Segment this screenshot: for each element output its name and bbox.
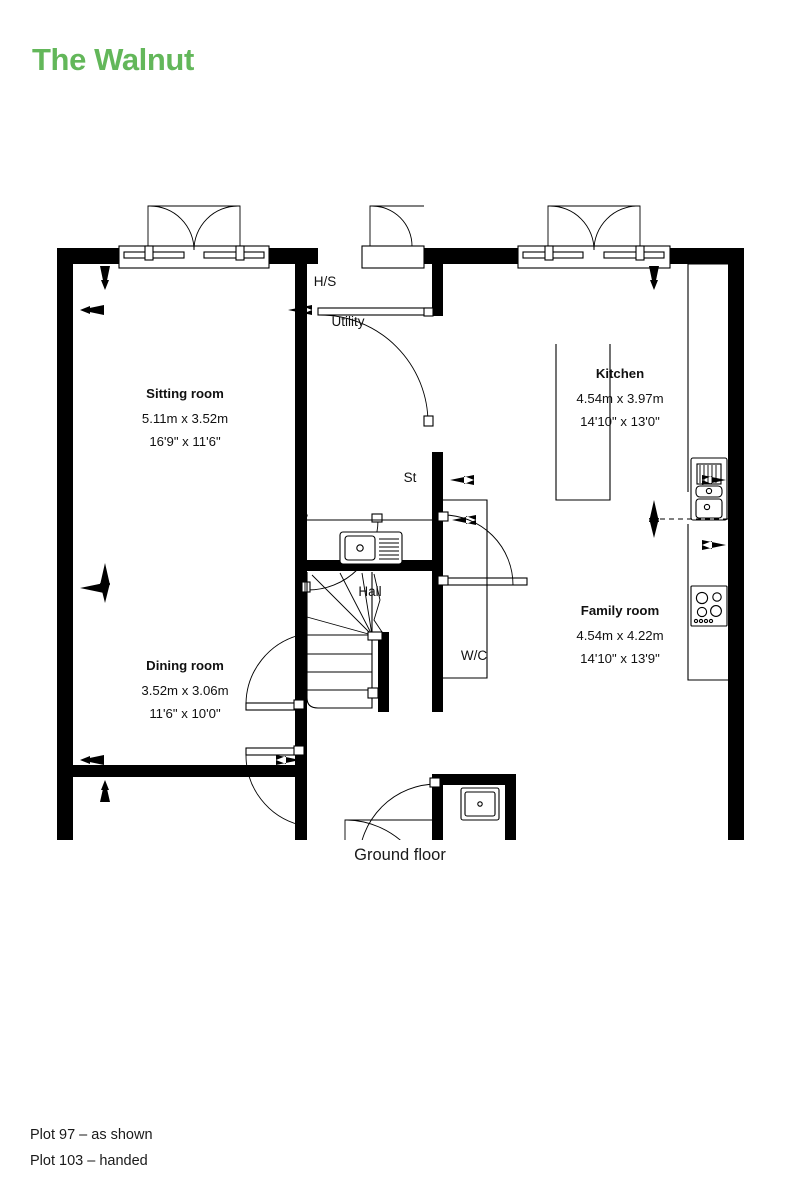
room-dim-imperial-kitchen: 14'10" x 13'0" [580, 414, 660, 429]
plot-note-handed: Plot 103 – handed [30, 1153, 148, 1169]
room-dim-metric-sitting: 5.11m x 3.52m [142, 411, 228, 426]
staircase-icon [306, 572, 383, 709]
label-hs: H/S [314, 274, 337, 289]
plot-notes: Plot 97 – as shown Plot 103 – handed [30, 1122, 153, 1174]
label-wc: W/C [461, 648, 487, 663]
room-name-family: Family room [581, 603, 659, 618]
room-dim-metric-kitchen: 4.54m x 3.97m [576, 391, 663, 406]
label-hall: Hall [358, 584, 381, 599]
sink-icon [339, 531, 403, 565]
kitchen-counter-run [687, 263, 728, 492]
sitting-room-french-doors [118, 205, 270, 269]
dining-room-door [245, 745, 305, 826]
room-labels: Sitting room 5.11m x 3.52m 16'9" x 11'6"… [141, 366, 663, 721]
room-name-dining: Dining room [146, 658, 224, 673]
plot-note-as-shown: Plot 97 – as shown [30, 1127, 153, 1143]
kitchen-french-doors [517, 205, 671, 269]
kitchen-counter-lower [687, 524, 728, 681]
room-dim-metric-dining: 3.52m x 3.06m [141, 683, 228, 698]
wc-door [361, 777, 441, 840]
room-dim-metric-family: 4.54m x 4.22m [576, 628, 663, 643]
room-dim-imperial-family: 14'10" x 13'9" [580, 651, 660, 666]
sitting-room-door [245, 634, 305, 711]
oven-icon [690, 457, 728, 521]
hob-icon [690, 585, 728, 627]
interior-walls [73, 248, 516, 840]
page-title: The Walnut [32, 42, 194, 77]
utility-internal-door [317, 307, 434, 427]
utility-return-counter [443, 499, 488, 679]
label-utility: Utility [332, 314, 365, 329]
basin-icon [460, 787, 500, 821]
room-name-sitting: Sitting room [146, 386, 224, 401]
front-entrance-door [344, 819, 433, 840]
family-room-door [437, 511, 528, 586]
floorplan-svg: Sitting room 5.11m x 3.52m 16'9" x 11'6"… [57, 205, 744, 840]
floorplan-drawing: Sitting room 5.11m x 3.52m 16'9" x 11'6"… [0, 180, 800, 840]
room-dim-imperial-dining: 11'6" x 10'0" [149, 706, 221, 721]
room-dim-imperial-sitting: 16'9" x 11'6" [149, 434, 221, 449]
direction-markers [80, 266, 726, 802]
island-outline [555, 344, 611, 501]
exterior-walls [57, 248, 744, 840]
floorplan-caption: Ground floor [354, 846, 446, 864]
room-name-kitchen: Kitchen [596, 366, 644, 381]
utility-external-door [361, 205, 425, 269]
label-st: St [404, 470, 417, 485]
small-labels: H/S Utility St Hall W/C [314, 274, 488, 663]
